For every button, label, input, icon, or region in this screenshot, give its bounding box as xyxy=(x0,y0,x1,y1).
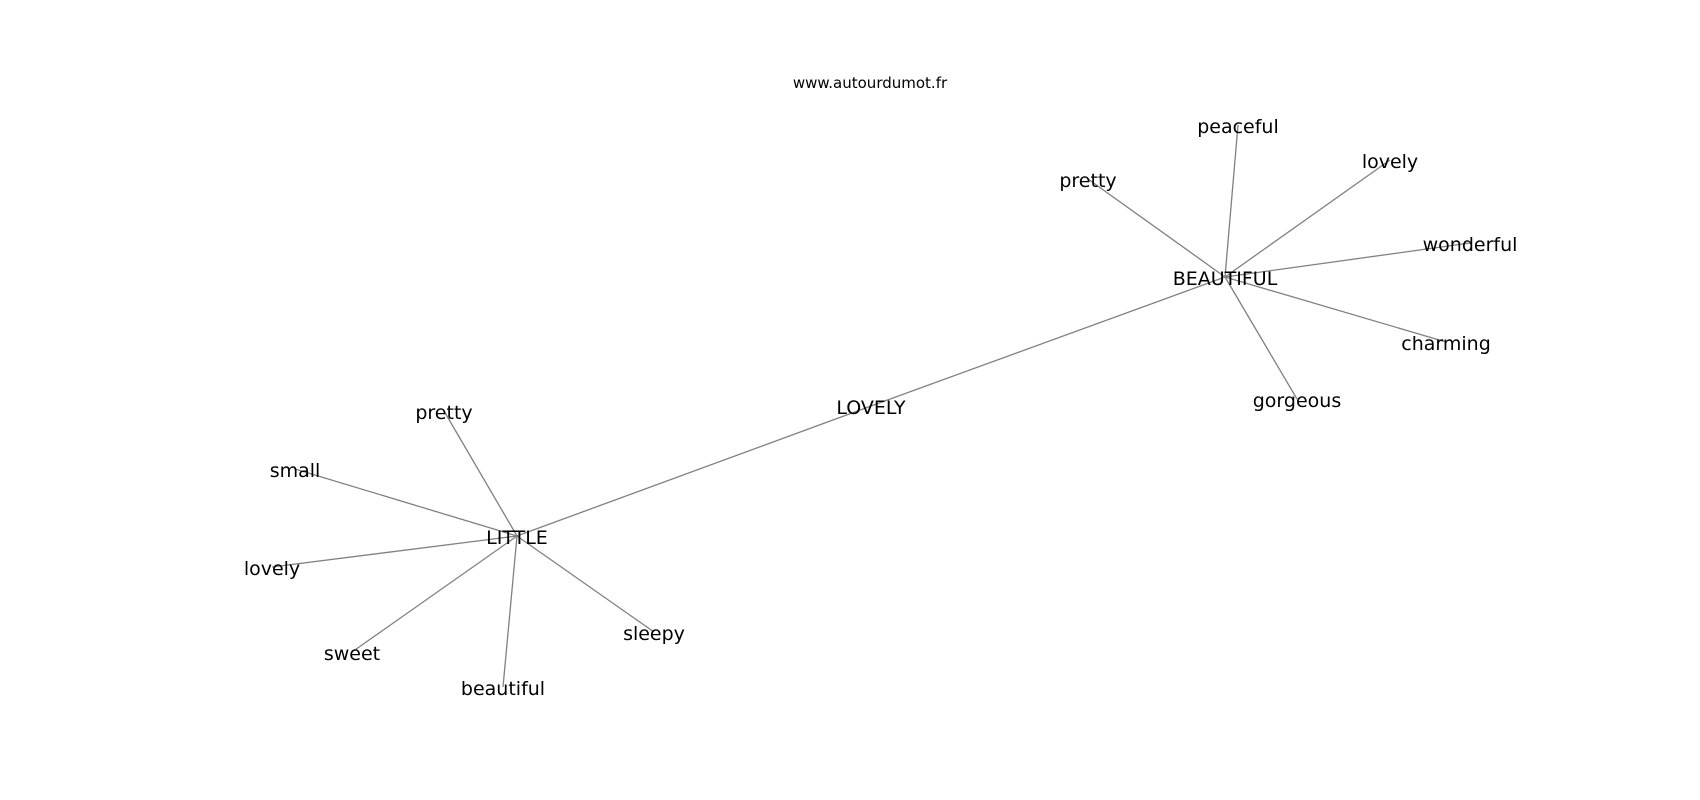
node-label-b-peaceful: peaceful xyxy=(1197,116,1279,138)
source-url-label: www.autourdumot.fr xyxy=(793,74,948,92)
node-label-l-lovely: lovely xyxy=(244,558,300,580)
node-label-b-lovely: lovely xyxy=(1362,151,1418,173)
edge-beautiful-b_wonderful xyxy=(1224,242,1471,278)
node-label-l-sweet: sweet xyxy=(324,643,380,665)
edge-beautiful-b_gorgeous xyxy=(1224,276,1298,400)
node-label-b-pretty: pretty xyxy=(1059,170,1116,192)
edge-little-l_sweet xyxy=(351,535,518,653)
edge-little-l_lovely xyxy=(271,535,518,568)
edge-little-l_beautiful xyxy=(502,535,518,688)
edge-beautiful-b_pretty xyxy=(1087,178,1226,278)
node-label-l-sleepy: sleepy xyxy=(623,623,685,645)
edge-lovely_center-beautiful xyxy=(870,276,1226,407)
edge-little-l_small xyxy=(294,468,518,537)
edge-little-l_sleepy xyxy=(516,535,655,633)
edge-beautiful-b_peaceful xyxy=(1224,124,1239,278)
node-label-lovely-center: LOVELY xyxy=(836,397,906,419)
edge-beautiful-b_charming xyxy=(1224,276,1447,343)
node-label-l-pretty: pretty xyxy=(415,402,472,424)
node-label-b-charming: charming xyxy=(1401,333,1491,355)
edge-lovely_center-little xyxy=(516,405,872,537)
graph-labels: LOVELY BEAUTIFUL LITTLE peaceful pretty lovel… xyxy=(244,116,1518,700)
edge-beautiful-b_lovely xyxy=(1224,159,1391,278)
graph-edges xyxy=(271,124,1471,688)
node-label-b-wonderful: wonderful xyxy=(1423,234,1518,256)
node-label-l-beautiful: beautiful xyxy=(461,678,545,700)
edge-little-l_pretty xyxy=(443,410,518,537)
node-label-little: LITTLE xyxy=(486,527,548,549)
node-label-l-small: small xyxy=(270,460,321,482)
node-label-b-gorgeous: gorgeous xyxy=(1253,390,1341,412)
node-label-beautiful: BEAUTIFUL xyxy=(1173,268,1278,290)
